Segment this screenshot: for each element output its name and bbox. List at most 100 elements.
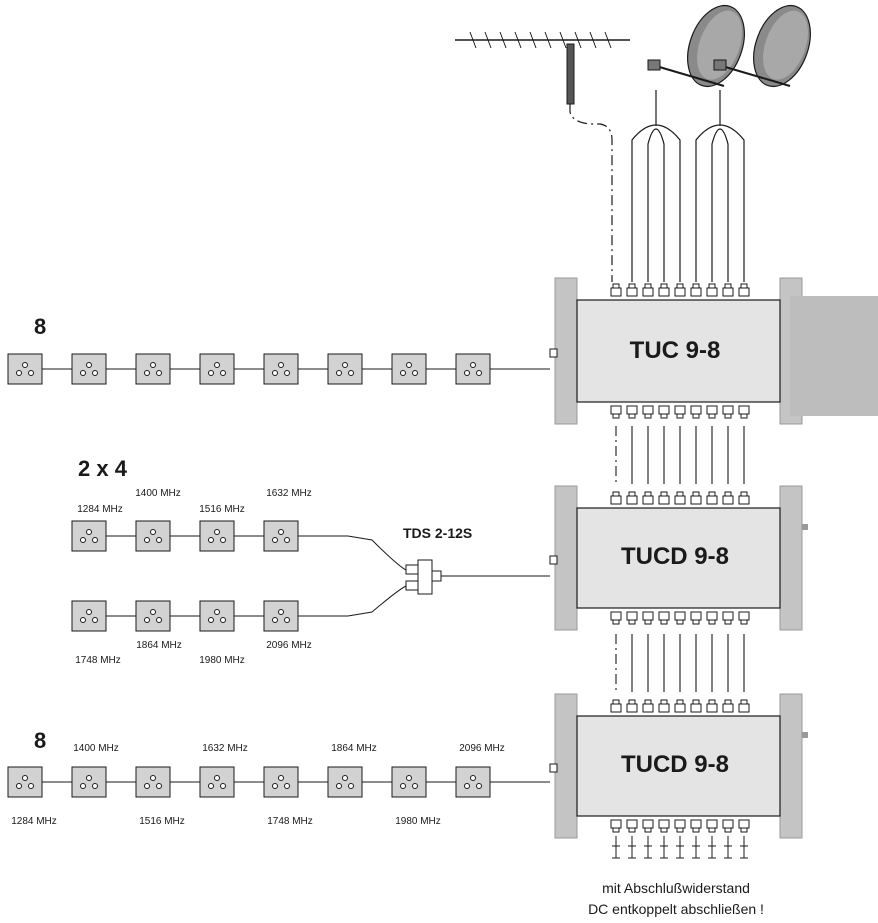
- outlet-chain: [7, 353, 550, 385]
- terminator-icon: [644, 836, 652, 859]
- outlet-chain: [71, 600, 348, 632]
- unit-label-2: TUCD 9-8: [621, 543, 729, 570]
- unit-flange: [554, 485, 578, 631]
- f-connector-icon: [658, 491, 670, 505]
- terrestrial-antenna-icon: [455, 31, 630, 282]
- multiswitch-unit: [549, 485, 808, 631]
- lnb-cable: [711, 128, 729, 282]
- outlet-chain: [7, 766, 550, 798]
- terminator-icon: [660, 836, 668, 859]
- f-connector-icon: [674, 611, 686, 625]
- splitter: [347, 535, 550, 617]
- f-connector-icon: [642, 283, 654, 297]
- outlet-chain: [71, 520, 348, 552]
- unit-flange: [779, 693, 803, 839]
- wall-outlet-icon: [199, 766, 235, 798]
- f-connector-icon: [722, 819, 734, 833]
- freq-label: 2096 MHz: [266, 640, 312, 651]
- terminator-icon: [708, 836, 716, 859]
- wall-outlet-icon: [71, 353, 107, 385]
- f-connector-icon: [674, 283, 686, 297]
- f-connector-icon: [674, 819, 686, 833]
- freq-label: 2096 MHz: [459, 743, 505, 754]
- antennas: [455, 4, 811, 282]
- outlet-chains: [7, 353, 550, 798]
- unit-flange: [554, 693, 578, 839]
- f-connector-icon: [642, 611, 654, 625]
- wall-outlet-icon: [263, 353, 299, 385]
- termination-note-line1: mit Abschlußwiderstand: [602, 880, 750, 896]
- f-connector-icon: [658, 611, 670, 625]
- f-connector-icon: [658, 699, 670, 713]
- f-connector-icon: [722, 491, 734, 505]
- f-connector-icon: [706, 405, 718, 419]
- wall-outlet-icon: [455, 353, 491, 385]
- f-connector-icon: [610, 611, 622, 625]
- f-connector-icon: [674, 491, 686, 505]
- group-count-1: 8: [34, 314, 46, 339]
- f-connector-icon: [706, 699, 718, 713]
- wall-outlet-icon: [135, 520, 171, 552]
- wall-outlet-icon: [7, 353, 43, 385]
- freq-label: 1980 MHz: [395, 816, 441, 827]
- wall-outlet-icon: [135, 600, 171, 632]
- unit-output-port: [549, 555, 558, 565]
- unit-flange: [554, 277, 578, 425]
- unit-label-1: TUC 9-8: [630, 337, 721, 364]
- wall-outlet-icon: [263, 766, 299, 798]
- splitter-body: [417, 559, 433, 595]
- f-connector-icon: [706, 283, 718, 297]
- wall-outlet-icon: [391, 353, 427, 385]
- f-connector-icon: [738, 491, 750, 505]
- freq-label: 1516 MHz: [199, 504, 245, 515]
- freq-label: 1864 MHz: [136, 640, 182, 651]
- f-connector-icon: [722, 699, 734, 713]
- terminator-icon: [724, 836, 732, 859]
- group-count-3: 8: [34, 728, 46, 753]
- multiswitch-unit: [549, 277, 803, 425]
- splitter-port: [431, 570, 442, 582]
- terminator-icon: [740, 836, 748, 859]
- power-supply: [790, 296, 878, 416]
- f-connector-icon: [674, 699, 686, 713]
- freq-label: 1980 MHz: [199, 655, 245, 666]
- lnb-cable: [631, 124, 681, 282]
- multiswitch-unit: [549, 693, 808, 839]
- f-connector-icon: [626, 611, 638, 625]
- f-connector-icon: [690, 611, 702, 625]
- f-connector-icon: [642, 405, 654, 419]
- unit-body: [576, 299, 781, 403]
- wall-outlet-icon: [263, 520, 299, 552]
- f-connector-icon: [722, 283, 734, 297]
- wall-outlet-icon: [391, 766, 427, 798]
- freq-label: 1864 MHz: [331, 743, 377, 754]
- unit-body: [576, 507, 781, 609]
- splitter-port: [405, 580, 419, 591]
- f-connector-icon: [626, 283, 638, 297]
- f-connector-icon: [738, 283, 750, 297]
- f-connector-icon: [610, 491, 622, 505]
- wall-outlet-icon: [327, 353, 363, 385]
- wall-outlet-icon: [71, 766, 107, 798]
- unit-body: [576, 715, 781, 817]
- freq-label: 1516 MHz: [139, 816, 185, 827]
- f-connector-icon: [610, 699, 622, 713]
- terminator-icon: [628, 836, 636, 859]
- f-connector-icon: [626, 491, 638, 505]
- freq-label: 1748 MHz: [75, 655, 121, 666]
- unit-output-port: [549, 763, 558, 773]
- f-connector-icon: [738, 699, 750, 713]
- satellite-dish-icon: [647, 4, 745, 88]
- wall-outlet-icon: [135, 766, 171, 798]
- unit-stub: [802, 524, 808, 530]
- wall-outlet-icon: [199, 600, 235, 632]
- splitter-cable: [347, 535, 407, 571]
- f-connector-icon: [626, 819, 638, 833]
- wall-outlet-icon: [135, 353, 171, 385]
- f-connector-icon: [642, 819, 654, 833]
- f-connector-icon: [722, 611, 734, 625]
- wall-outlet-icon: [71, 520, 107, 552]
- f-connector-icon: [690, 819, 702, 833]
- wall-outlet-icon: [455, 766, 491, 798]
- lnb-cable: [647, 128, 665, 282]
